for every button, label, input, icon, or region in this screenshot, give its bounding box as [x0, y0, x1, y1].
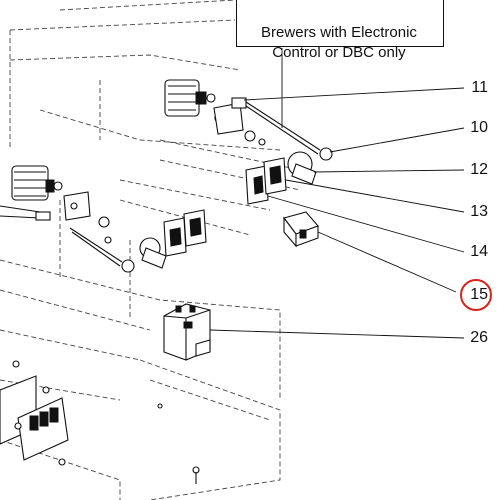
callout-26: 26: [470, 329, 488, 346]
callout-10: 10: [470, 119, 488, 136]
callout-15: 15: [470, 286, 488, 303]
probe-assembly-left: [69, 216, 167, 273]
callout-11: 11: [471, 79, 488, 96]
part-26-relay: [163, 303, 211, 361]
part-15-switch: [283, 211, 319, 248]
callout-15-highlight-circle: [460, 279, 492, 311]
housing-outline: [0, 0, 301, 500]
motor-assembly-left: [0, 165, 91, 221]
motor-assembly-upper: [164, 79, 244, 135]
callout-14: 14: [470, 243, 488, 260]
part-11-probe: [231, 97, 333, 161]
note-line-2: Control or DBC only: [272, 44, 406, 61]
note-line-1: Brewers with Electronic: [261, 24, 417, 41]
note-bracket: [236, 0, 444, 47]
leader-lines: [209, 48, 465, 339]
switch-pair-lower: [163, 209, 207, 257]
part-12-knob: [287, 151, 317, 185]
callout-12: 12: [470, 161, 488, 178]
control-board: [0, 360, 200, 484]
callout-13: 13: [470, 203, 488, 220]
part-13-14-switches: [245, 157, 287, 205]
